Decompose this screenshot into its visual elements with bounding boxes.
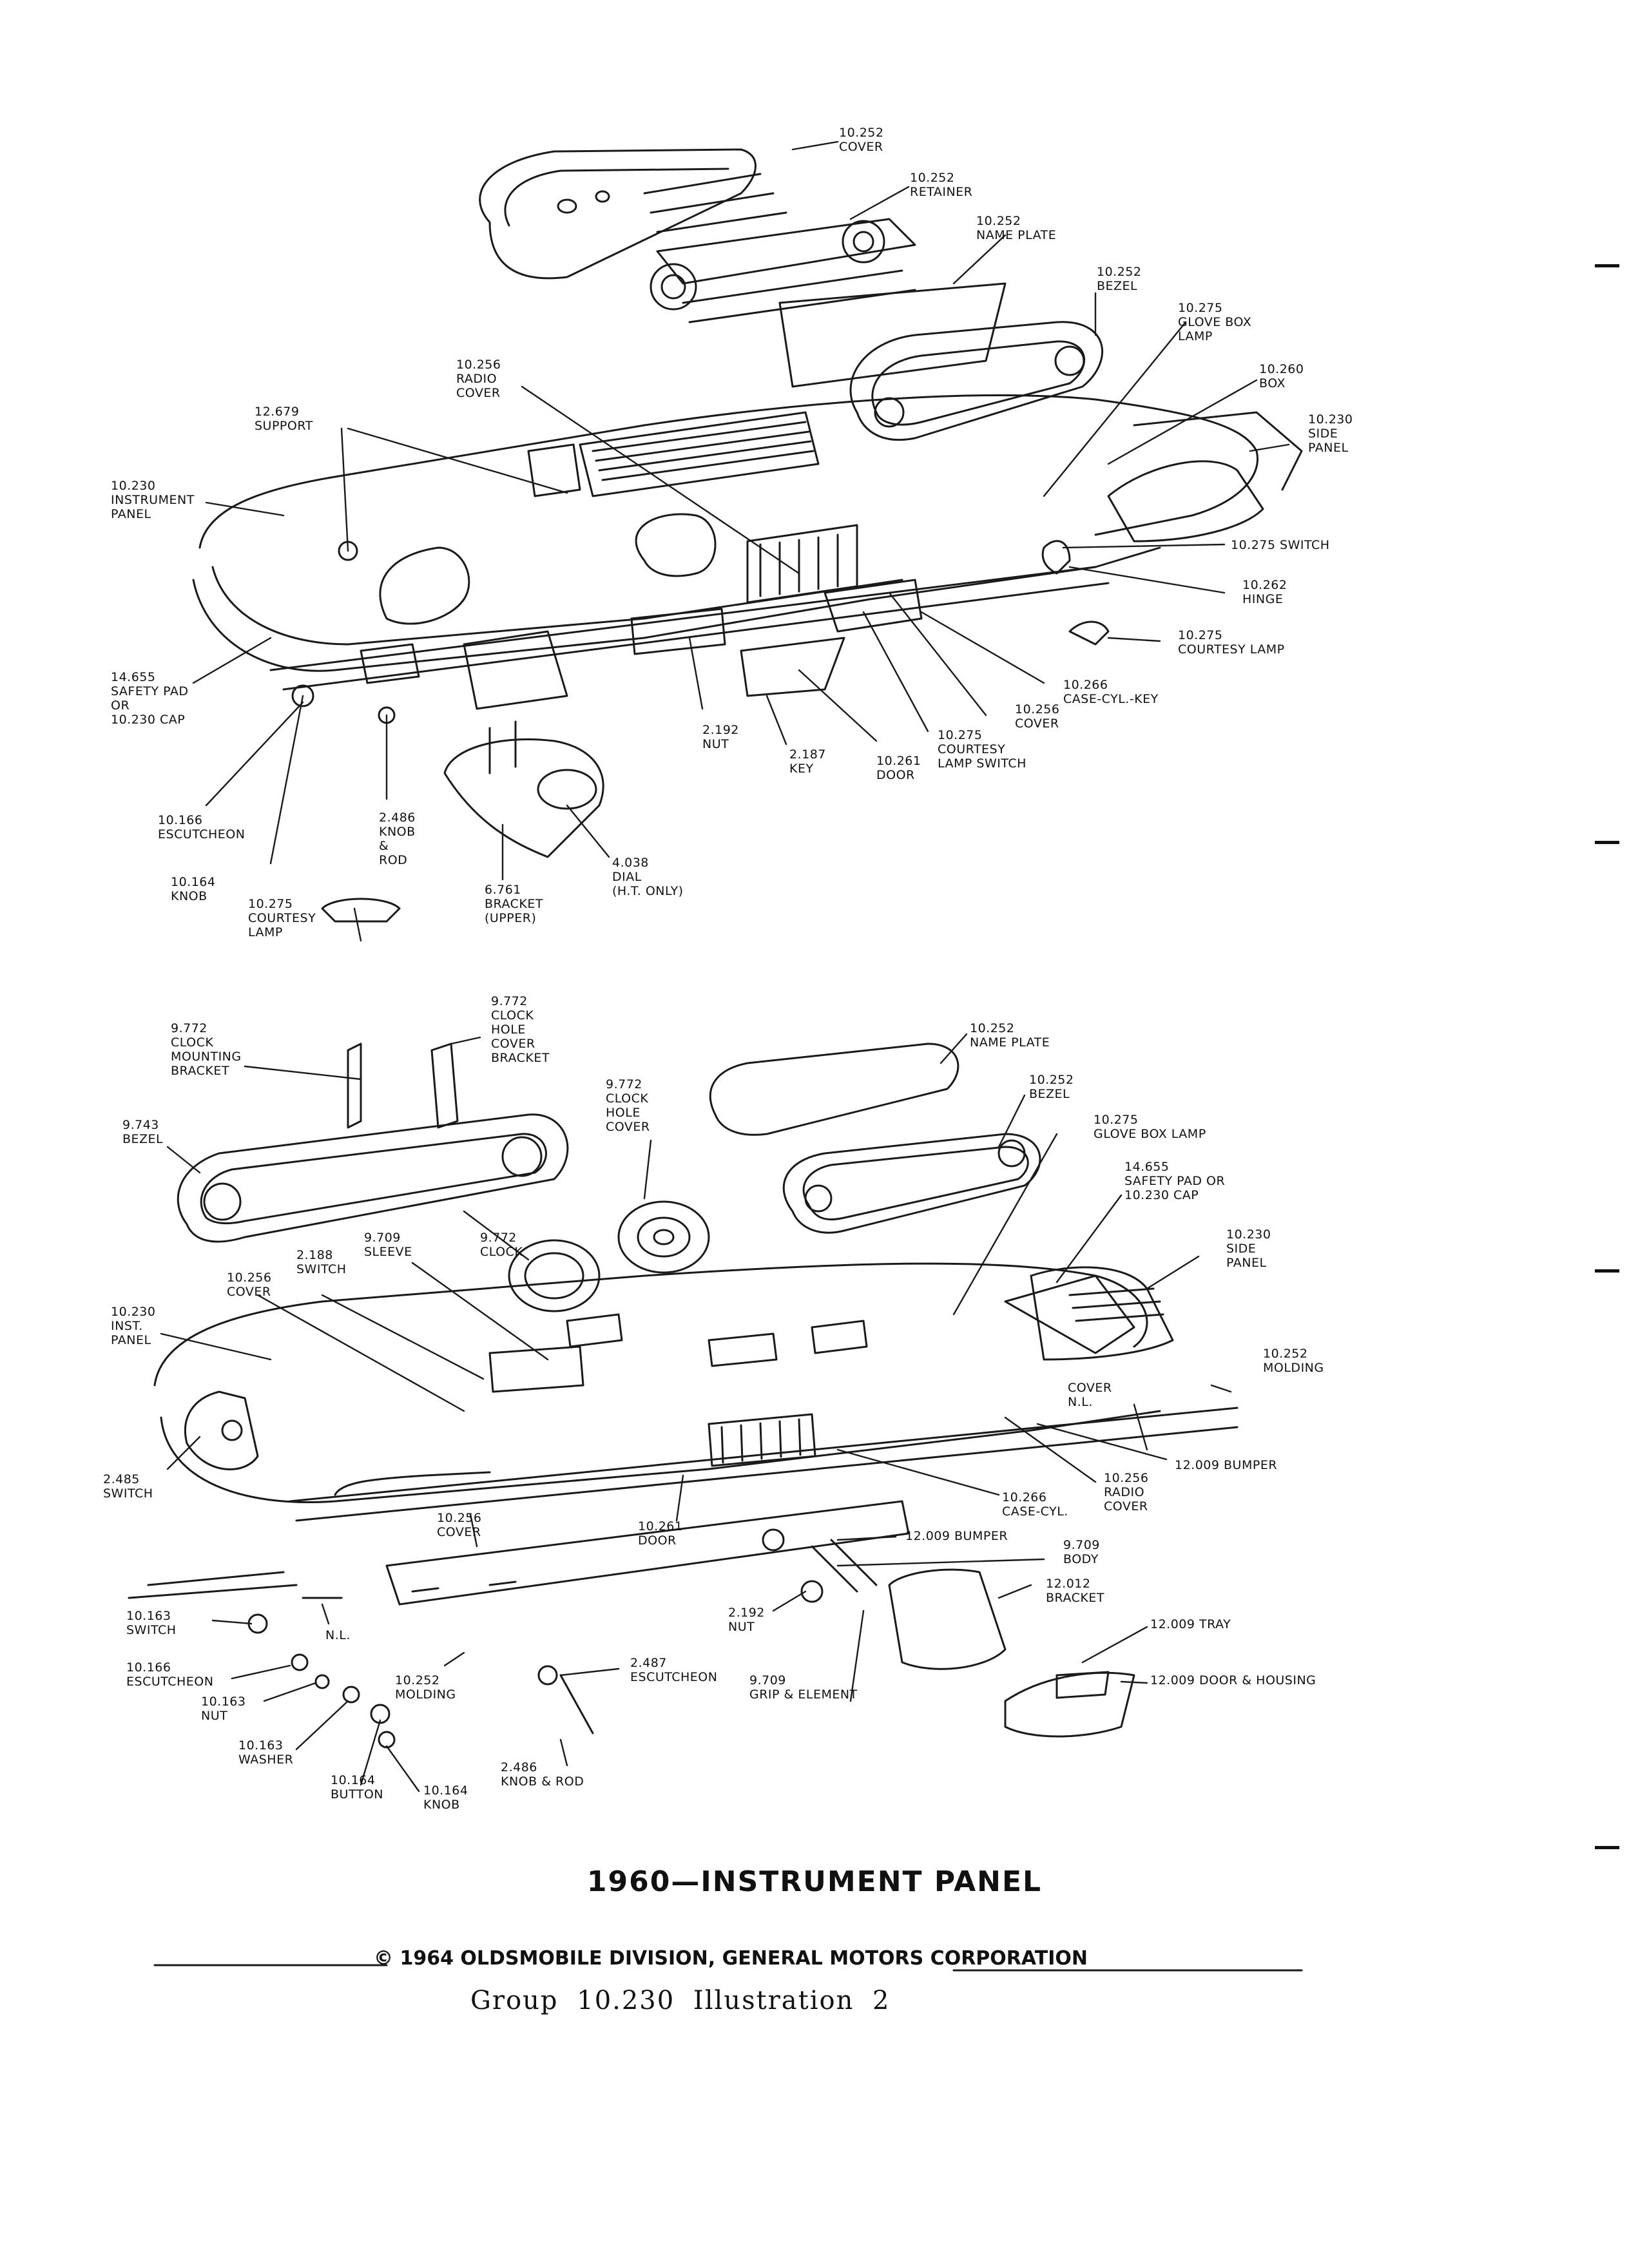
margin-mark — [1595, 1269, 1619, 1273]
label-lower-knob-rod: 2.486 KNOB & ROD — [501, 1760, 584, 1789]
label-upper-escutcheon: 10.166 ESCUTCHEON — [158, 813, 246, 841]
label-upper-key: 2.187 KEY — [789, 747, 826, 776]
label-upper-radio-cover: 10.256 RADIO COVER — [456, 358, 501, 400]
lower-dash-shape — [153, 1262, 1174, 1503]
label-lower-body: 9.709 BODY — [1063, 1538, 1100, 1566]
label-upper-glove-box-lamp: 10.275 GLOVE BOX LAMP — [1178, 301, 1252, 343]
label-upper-name-plate: 10.252 NAME PLATE — [976, 214, 1057, 242]
page-title: 1960—INSTRUMENT PANEL — [586, 1865, 1043, 1898]
upper-bracket-dial-shape — [443, 630, 604, 858]
label-lower-bumper-center: 12.009 BUMPER — [905, 1529, 1008, 1543]
label-lower-escutcheon-left: 10.166 ESCUTCHEON — [126, 1660, 214, 1689]
margin-mark — [1595, 1846, 1619, 1849]
lower-brackets — [347, 1043, 459, 1129]
label-lower-switch-2485: 2.485 SWITCH — [103, 1472, 153, 1501]
label-lower-knob: 10.164 KNOB — [423, 1783, 468, 1812]
upper-door-shape — [740, 579, 923, 697]
lower-right-bezel-shape — [709, 1043, 1041, 1234]
label-lower-washer: 10.163 WASHER — [238, 1738, 294, 1767]
label-upper-knob-rod: 2.486 KNOB & ROD — [379, 811, 416, 867]
label-lower-grip-element: 9.709 GRIP & ELEMENT — [749, 1673, 858, 1702]
label-lower-sleeve: 9.709 SLEEVE — [364, 1231, 412, 1259]
label-upper-dial: 4.038 DIAL (H.T. ONLY) — [612, 856, 684, 898]
label-upper-safety-pad: 14.655 SAFETY PAD OR 10.230 CAP — [111, 670, 189, 727]
label-lower-molding-bottom: 10.252 MOLDING — [395, 1673, 456, 1702]
group-caption: Group 10.230 Illustration 2 — [470, 1986, 891, 2015]
lower-left-bezel-shape — [177, 1113, 569, 1243]
label-upper-bracket-upper: 6.761 BRACKET (UPPER) — [485, 883, 543, 925]
upper-retainer-shape — [650, 218, 916, 323]
label-upper-knob: 10.164 KNOB — [171, 875, 216, 903]
label-upper-cover: 10.252 COVER — [839, 126, 884, 154]
label-lower-clock-hole-cover-bracket: 9.772 CLOCK HOLE COVER BRACKET — [491, 994, 550, 1065]
label-lower-nl: N.L. — [325, 1628, 351, 1642]
footer-rule — [153, 1964, 1303, 1972]
label-lower-bezel-left: 9.743 BEZEL — [122, 1118, 164, 1146]
label-lower-case-cyl: 10.266 CASE-CYL. — [1002, 1490, 1068, 1519]
label-lower-cover-center: 10.256 COVER — [437, 1511, 482, 1539]
label-lower-clock-mounting-bracket: 9.772 CLOCK MOUNTING BRACKET — [171, 1021, 242, 1078]
label-upper-cover-lower: 10.256 COVER — [1015, 702, 1060, 731]
label-lower-glove-box-lamp: 10.275 GLOVE BOX LAMP — [1094, 1113, 1206, 1141]
label-lower-clock: 9.772 CLOCK — [480, 1231, 523, 1259]
label-lower-molding-right: 10.252 MOLDING — [1263, 1347, 1324, 1375]
label-lower-switch-10163: 10.163 SWITCH — [126, 1609, 177, 1637]
lower-left-switch-shape — [184, 1390, 259, 1470]
upper-diagram — [192, 140, 1303, 942]
margin-mark — [1595, 264, 1619, 267]
lower-diagram — [128, 1033, 1239, 1792]
label-lower-nut-10163: 10.163 NUT — [201, 1695, 246, 1723]
label-lower-nut: 2.192 NUT — [728, 1606, 765, 1634]
lower-leader-lines — [160, 1033, 1232, 1792]
label-lower-escutcheon-2487: 2.487 ESCUTCHEON — [630, 1656, 718, 1684]
label-upper-bezel: 10.252 BEZEL — [1097, 265, 1142, 293]
label-lower-button: 10.164 BUTTON — [331, 1773, 383, 1802]
label-lower-door-housing: 12.009 DOOR & HOUSING — [1150, 1673, 1316, 1687]
label-upper-retainer: 10.252 RETAINER — [910, 171, 973, 199]
upper-leader-lines — [192, 140, 1290, 942]
label-lower-bumper-right: 12.009 BUMPER — [1175, 1458, 1278, 1472]
label-lower-tray: 12.009 TRAY — [1150, 1617, 1231, 1631]
lower-rails — [128, 1407, 1239, 1606]
label-lower-switch-2188: 2.188 SWITCH — [296, 1248, 347, 1276]
copyright-line: © 1964 OLDSMOBILE DIVISION, GENERAL MOTO… — [374, 1947, 1088, 1970]
label-upper-support: 12.679 SUPPORT — [255, 405, 313, 433]
label-upper-switch: 10.275 SWITCH — [1231, 538, 1330, 552]
margin-mark — [1595, 841, 1619, 844]
upper-cluster-cover-shape — [479, 148, 787, 280]
upper-nameplate-shape — [778, 282, 1007, 388]
label-upper-instrument-panel: 10.230 INSTRUMENT PANEL — [111, 479, 195, 521]
label-lower-cover-left: 10.256 COVER — [227, 1271, 272, 1299]
label-lower-cover-nl: COVER N.L. — [1068, 1381, 1112, 1409]
label-lower-name-plate: 10.252 NAME PLATE — [970, 1021, 1050, 1050]
label-upper-courtesy-lamp-switch: 10.275 COURTESY LAMP SWITCH — [938, 728, 1027, 771]
label-upper-door: 10.261 DOOR — [876, 754, 921, 782]
label-lower-side-panel: 10.230 SIDE PANEL — [1226, 1227, 1271, 1270]
label-lower-bracket: 12.012 BRACKET — [1046, 1577, 1104, 1605]
label-upper-box: 10.260 BOX — [1259, 362, 1304, 390]
label-lower-radio-cover: 10.256 RADIO COVER — [1104, 1471, 1149, 1514]
label-upper-case-cyl-key: 10.266 CASE-CYL.-KEY — [1063, 678, 1159, 706]
upper-rail-shape — [269, 566, 1110, 691]
label-lower-bezel-right: 10.252 BEZEL — [1029, 1073, 1074, 1101]
label-upper-hinge: 10.262 HINGE — [1242, 578, 1287, 606]
label-upper-nut: 2.192 NUT — [702, 723, 739, 751]
lower-tray-shape — [888, 1568, 1135, 1738]
label-upper-courtesy-lamp-right: 10.275 COURTESY LAMP — [1178, 628, 1285, 657]
label-lower-safety-pad: 14.655 SAFETY PAD OR 10.230 CAP — [1124, 1160, 1226, 1202]
lower-clock-shapes — [508, 1200, 710, 1312]
lower-small-parts — [247, 1528, 878, 1749]
label-lower-door: 10.261 DOOR — [638, 1519, 683, 1548]
label-upper-side-panel: 10.230 SIDE PANEL — [1308, 412, 1353, 455]
label-upper-courtesy-lamp-left: 10.275 COURTESY LAMP — [248, 897, 316, 939]
label-lower-clock-hole-cover: 9.772 CLOCK HOLE COVER — [606, 1077, 650, 1134]
upper-dash-shape — [192, 394, 1303, 672]
upper-bezel-shape — [849, 321, 1104, 441]
label-lower-inst-panel: 10.230 INST. PANEL — [111, 1305, 156, 1347]
